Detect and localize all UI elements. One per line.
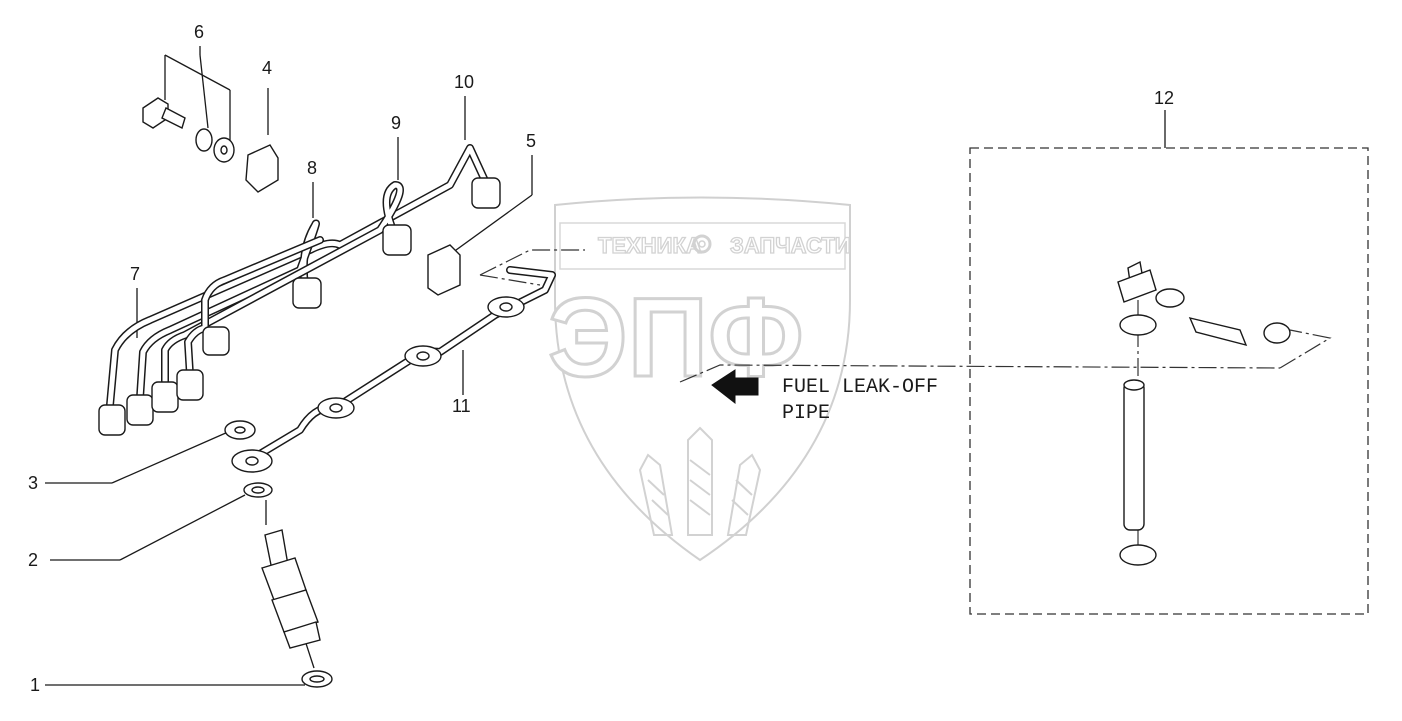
callout-11: 11 <box>452 396 471 416</box>
hose-kit-12 <box>969 147 1369 615</box>
bolt-and-washers <box>142 97 235 163</box>
callout-1: 1 <box>30 675 40 695</box>
callout-numbers: 1 2 3 4 5 6 7 8 9 10 11 12 <box>28 22 1174 695</box>
callout-5: 5 <box>526 131 536 151</box>
callout-7: 7 <box>130 264 140 284</box>
callout-12: 12 <box>1154 88 1174 108</box>
callout-8: 8 <box>307 158 317 178</box>
reference-lines <box>479 249 1332 545</box>
clamp-5 <box>427 244 461 296</box>
callout-4: 4 <box>262 58 272 78</box>
watermark-banner <box>559 222 846 270</box>
watermark-logo: ЭПФ <box>548 275 804 400</box>
nozzle-assembly <box>224 420 333 688</box>
leader-lines <box>45 46 1166 686</box>
watermark: ТЕХНИКА ЗАПЧАСТИ ЭПФ <box>547 196 851 562</box>
note-line-1: FUEL LEAK-OFF <box>782 376 938 399</box>
hose-kit-frame <box>969 147 1369 615</box>
callout-2: 2 <box>28 550 38 570</box>
injection-pipes <box>98 144 501 436</box>
watermark-sheaves <box>638 426 762 536</box>
watermark-shield <box>554 196 851 562</box>
callout-9: 9 <box>391 113 401 133</box>
callout-10: 10 <box>454 72 474 92</box>
callout-3: 3 <box>28 473 38 493</box>
watermark-text-left: ТЕХНИКА <box>598 233 702 258</box>
clamp-4 <box>245 144 279 193</box>
gear-icon <box>692 234 712 254</box>
watermark-text-right: ЗАПЧАСТИ <box>730 233 851 258</box>
note-line-2: PIPE <box>782 402 830 425</box>
callout-6: 6 <box>194 22 204 42</box>
leak-off-pipe <box>231 266 556 473</box>
arrow-left-icon <box>711 369 759 405</box>
pipe-nuts <box>98 177 501 436</box>
